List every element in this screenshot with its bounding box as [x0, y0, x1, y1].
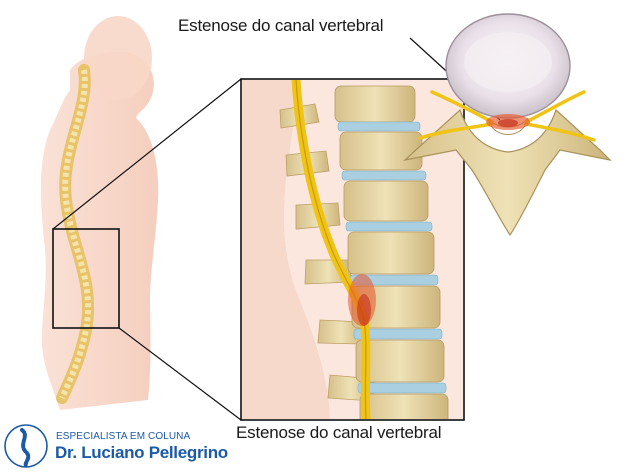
vertebra-top-view	[403, 13, 612, 237]
human-body	[40, 16, 159, 410]
logo-doctor-name: Dr. Luciano Pellegrino	[55, 443, 228, 462]
region-highlight-box	[52, 228, 120, 329]
stenosis-label-bottom: Estenose do canal vertebral	[236, 423, 442, 442]
spine-overview	[56, 64, 95, 404]
stenosis-label-top: Estenose do canal vertebral	[178, 16, 384, 35]
logo-tagline: ESPECIALISTA EM COLUNA	[56, 431, 191, 442]
zoom-panel	[240, 78, 465, 421]
logo-spine-icon	[4, 424, 48, 468]
stenosis-inflammation	[348, 274, 376, 326]
